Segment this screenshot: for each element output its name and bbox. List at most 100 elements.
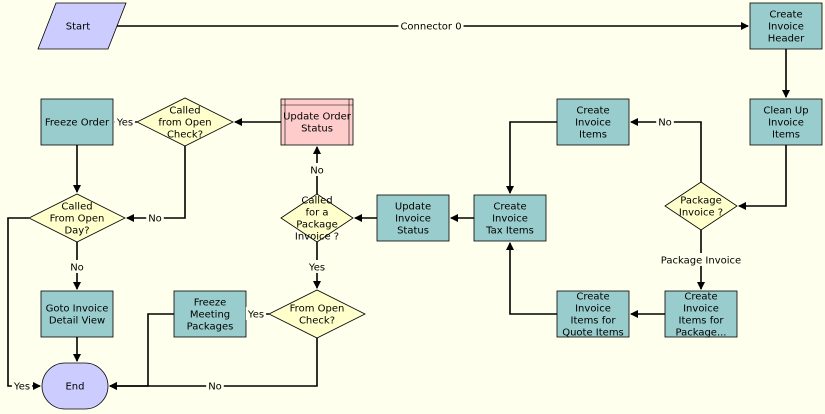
process-box <box>376 194 450 242</box>
node-label-line: Create <box>576 106 609 117</box>
decision-diamond <box>136 97 234 147</box>
edge-label-from-open-check-no: No <box>206 379 224 393</box>
node-label-line: Clean Up <box>763 106 808 117</box>
node-label-line: Goto Invoice <box>46 304 109 315</box>
edge-label-called-pkg-yes: Yes <box>306 260 328 274</box>
node-label-line: Items for <box>679 316 725 327</box>
edge-label-bg <box>658 253 744 266</box>
node-label-line: End <box>65 382 84 393</box>
node-start[interactable]: Start <box>37 2 127 50</box>
node-label-line: Called <box>301 196 332 207</box>
edge-label-bg <box>245 307 267 320</box>
node-freeze-order[interactable]: Freeze Order <box>40 98 114 146</box>
edge-label-bg <box>398 19 464 32</box>
node-label-line: Detail View <box>49 316 105 327</box>
decision-diamond <box>28 193 126 243</box>
edge-label-text: Yes <box>308 263 325 274</box>
node-label-line: Invoice <box>768 118 804 129</box>
edge-label-bg <box>114 115 136 128</box>
process-box <box>749 2 823 50</box>
node-label-line: Create <box>769 10 802 21</box>
edge-label-bg <box>11 379 33 392</box>
node-label-line: Freeze <box>194 298 227 309</box>
node-label-line: From Open <box>50 214 105 225</box>
node-label-line: Status <box>397 226 429 237</box>
node-label-line: Create <box>684 292 717 303</box>
edge-label-text: Yes <box>116 118 133 129</box>
node-label-line: Day? <box>64 226 89 237</box>
decision-diamond <box>664 181 738 231</box>
node-end[interactable]: End <box>41 362 109 410</box>
edge-label-open-check-top-yes: Yes <box>114 115 136 129</box>
edge-label-bg <box>68 260 86 273</box>
node-label-line: Quote Items <box>562 328 624 339</box>
edge-label-called-pkg-no: No <box>308 163 326 177</box>
edge-label-bg <box>308 163 326 176</box>
edge-label-open-day-no: No <box>68 260 86 274</box>
edge-label-package-invoice: Package Invoice <box>658 253 744 267</box>
edge-label-text: No <box>208 382 222 393</box>
node-label-line: from Open <box>158 118 211 129</box>
edge-label-open-day-yes: Yes <box>11 379 33 393</box>
process-box <box>40 290 114 338</box>
edge-label-text: Connector 0 <box>400 22 461 33</box>
process-box <box>664 290 738 338</box>
node-label-line: Items for <box>571 316 617 327</box>
node-label-line: Invoice <box>683 304 719 315</box>
node-label-line: Called <box>169 106 200 117</box>
edge-label-bg <box>656 115 674 128</box>
node-label-line: Status <box>301 124 333 135</box>
node-label-line: for a <box>305 208 328 219</box>
node-label-line: Package... <box>676 328 727 339</box>
connector-freeze-meeting-to-end <box>109 313 174 390</box>
process-box <box>40 98 114 146</box>
process-box <box>173 290 247 338</box>
node-label-line: Invoice <box>575 118 611 129</box>
edge-label-bg <box>306 260 328 273</box>
connector-open-day-yes-to-end <box>7 217 41 390</box>
connector-open-check-no-to-end <box>109 338 318 390</box>
edge-label-text: Package Invoice <box>661 256 741 267</box>
node-label-line: Items <box>579 130 607 141</box>
edge-label-open-check-top-no: No <box>146 211 164 225</box>
decision-diamond <box>268 289 366 339</box>
edge-label-from-open-check-yes: Yes <box>245 307 267 321</box>
node-label-line: Meeting <box>190 310 230 321</box>
edge-label-text: No <box>310 166 324 177</box>
start-parallelogram <box>37 2 127 50</box>
process-box <box>556 290 630 338</box>
node-label: Freeze Order <box>45 118 110 129</box>
node-label-line: Check? <box>167 130 203 141</box>
node-label-line: Called <box>61 202 92 213</box>
terminator-oval <box>41 362 109 410</box>
edge-label-bg <box>206 379 224 392</box>
edge-label-connector-0: Connector 0 <box>398 19 464 33</box>
